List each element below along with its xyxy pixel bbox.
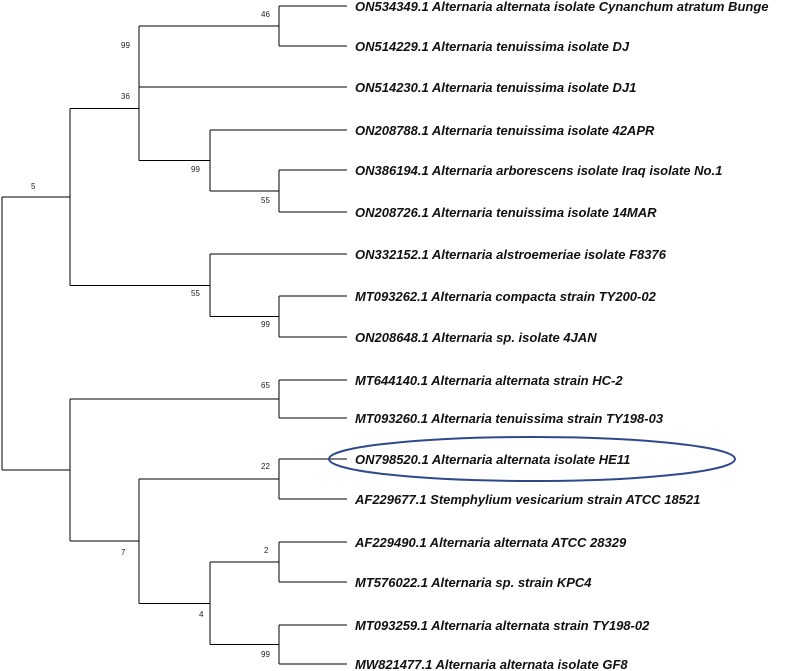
taxon-label: AF229677.1 Stemphylium vesicarium strain…: [354, 492, 700, 507]
taxon-label: ON386194.1 Alternaria arborescens isolat…: [355, 163, 722, 178]
taxon-label: AF229490.1 Alternaria alternata ATCC 283…: [354, 535, 627, 550]
taxon-label: ON534349.1 Alternaria alternata isolate …: [355, 0, 769, 14]
taxon-label: MT093259.1 Alternaria alternata strain T…: [355, 618, 650, 633]
highlight-ellipse: [328, 436, 736, 482]
support-value: 55: [261, 196, 270, 205]
taxon-label: ON514230.1 Alternaria tenuissima isolate…: [355, 80, 636, 95]
taxon-label: ON332152.1 Alternaria alstroemeriae isol…: [355, 247, 667, 262]
support-value: 5: [31, 182, 36, 191]
taxon-label: MT644140.1 Alternaria alternata strain H…: [355, 373, 623, 388]
taxon-label: ON208648.1 Alternaria sp. isolate 4JAN: [355, 330, 597, 345]
taxon-label: MT576022.1 Alternaria sp. strain KPC4: [355, 575, 592, 590]
taxon-label: ON208726.1 Alternaria tenuissima isolate…: [355, 205, 657, 220]
support-value: 4: [199, 610, 204, 619]
tree-branches: [1, 5, 347, 665]
support-value: 46: [261, 10, 270, 19]
support-value: 36: [121, 92, 130, 101]
support-value: 65: [261, 381, 270, 390]
support-value: 99: [261, 320, 270, 329]
support-value: 7: [121, 548, 126, 557]
taxon-label: ON208788.1 Alternaria tenuissima isolate…: [355, 123, 655, 138]
taxon-label: MT093262.1 Alternaria compacta strain TY…: [355, 289, 657, 304]
taxon-label: ON798520.1 Alternaria alternata isolate …: [355, 452, 630, 467]
taxon-label: ON514229.1 Alternaria tenuissima isolate…: [355, 39, 630, 54]
support-value: 2: [264, 546, 269, 555]
support-value: 22: [261, 462, 270, 471]
taxon-label: MW821477.1 Alternaria alternata isolate …: [355, 657, 628, 671]
support-value: 55: [191, 289, 200, 298]
support-value: 99: [121, 41, 130, 50]
support-value: 99: [191, 165, 200, 174]
support-value: 99: [261, 650, 270, 659]
taxon-labels: ON534349.1 Alternaria alternata isolate …: [354, 0, 769, 671]
taxon-label: MT093260.1 Alternaria tenuissima strain …: [355, 411, 664, 426]
